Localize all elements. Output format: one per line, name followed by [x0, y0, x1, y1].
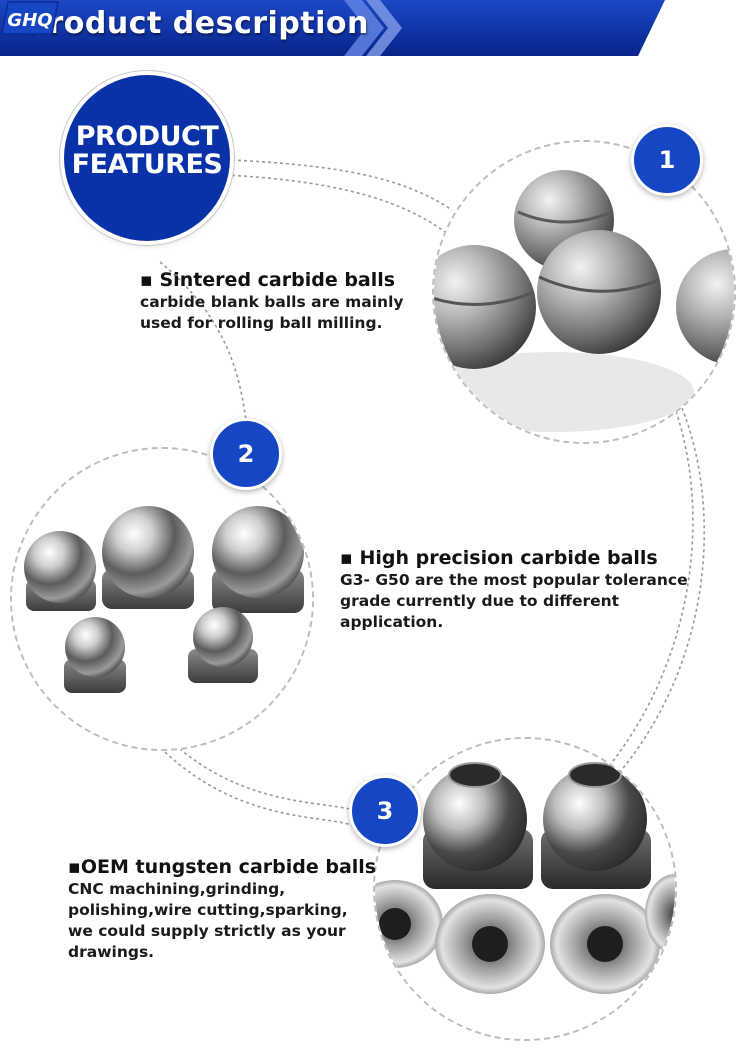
oem-tungsten-carbide-balls-photo: [373, 737, 677, 1041]
feature-2-text: ▪ High precision carbide balls G3- G50 a…: [340, 546, 688, 633]
connector-1-to-3: [609, 399, 694, 766]
badge-line-1: PRODUCT: [75, 121, 219, 152]
badge-line-2: FEATURES: [71, 149, 223, 180]
feature-number-3: 3: [349, 775, 421, 847]
feature-1-desc-line-2: used for rolling ball milling.: [140, 314, 383, 332]
feature-number-1: 1: [631, 124, 703, 196]
feature-1-text: ▪ Sintered carbide balls carbide blank b…: [140, 268, 404, 334]
high-precision-carbide-balls-photo: [10, 447, 314, 751]
feature-2-desc-line-3: application.: [340, 613, 444, 631]
feature-3-desc-line-3: we could supply strictly as your: [68, 922, 346, 940]
feature-1-desc-line-1: carbide blank balls are mainly: [140, 293, 404, 311]
feature-3-desc-line-1: CNC machining,grinding,: [68, 880, 286, 898]
sintered-carbide-balls-photo: [432, 140, 736, 444]
connector-1-to-3-b: [619, 407, 705, 773]
logo-text: GHQ: [7, 10, 52, 31]
connector-2-to-3: [174, 744, 361, 813]
feature-2-title: ▪ High precision carbide balls: [340, 547, 658, 569]
feature-3-desc-line-2: polishing,wire cutting,sparking,: [68, 901, 348, 919]
connector-features-to-1-b: [225, 174, 446, 233]
feature-2-desc-line-2: grade currently due to different: [340, 592, 620, 610]
feature-number-2: 2: [210, 418, 282, 490]
feature-3-text: ▪OEM tungsten carbide balls CNC machinin…: [68, 855, 376, 963]
header-background: [0, 0, 750, 56]
connector-features-to-2: [159, 261, 247, 421]
feature-3-title: ▪OEM tungsten carbide balls: [68, 856, 377, 878]
ghq-logo-icon: GHQ: [1, 1, 59, 35]
product-features-badge: PRODUCT FEATURES: [64, 75, 230, 241]
feature-3-desc-line-4: drawings.: [68, 943, 155, 961]
connector-features-to-1: [231, 159, 453, 211]
connector-2-to-3-b: [164, 751, 353, 826]
page-title: Product description: [26, 6, 369, 41]
header-bar: Product description GHQ: [0, 0, 750, 56]
feature-2-desc-line-1: G3- G50 are the most popular tolerance: [340, 571, 688, 589]
feature-1-title: ▪ Sintered carbide balls: [140, 269, 396, 291]
